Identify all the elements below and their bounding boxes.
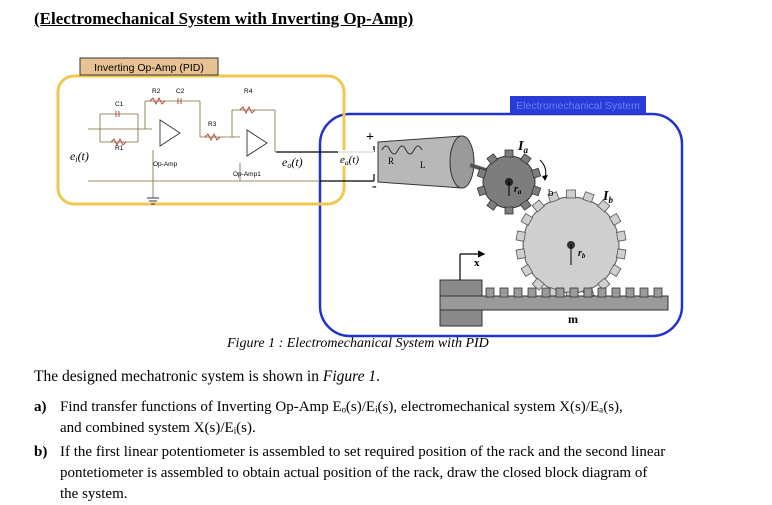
gear-tooth bbox=[476, 167, 487, 179]
gear-tooth bbox=[486, 153, 499, 165]
em-system-box bbox=[318, 112, 684, 338]
gear-tooth bbox=[531, 185, 542, 197]
rack-tooth bbox=[639, 287, 649, 298]
r4-resistor bbox=[239, 105, 256, 115]
em-system-label: Electromechanical System bbox=[516, 100, 640, 112]
gear-tooth bbox=[608, 213, 622, 226]
gear-tooth bbox=[566, 189, 576, 199]
ea-label-bg bbox=[338, 150, 374, 166]
r3-label: R3 bbox=[208, 121, 217, 128]
rack-tooth bbox=[541, 287, 551, 298]
c2-label: C2 bbox=[176, 88, 185, 95]
gear-tooth bbox=[547, 191, 560, 203]
gear-tooth bbox=[531, 277, 545, 291]
opamp-pid-box bbox=[56, 74, 346, 206]
rack-tooth bbox=[555, 287, 565, 298]
question-b-line-2: pontetiometer is assembled to obtain act… bbox=[60, 465, 648, 481]
gear-tooth bbox=[608, 264, 622, 277]
gear-tooth bbox=[515, 230, 526, 242]
x-position-arrow bbox=[459, 250, 486, 280]
rack-tooth bbox=[485, 287, 495, 298]
intro-suffix: . bbox=[376, 368, 380, 385]
ia-label: Ia bbox=[517, 139, 528, 155]
em-system-label-bg bbox=[510, 96, 646, 114]
gear-tooth bbox=[531, 167, 542, 179]
gear-tooth bbox=[531, 199, 545, 213]
question-a-label: a) bbox=[34, 399, 47, 415]
motor-plus: + bbox=[366, 130, 374, 145]
rack bbox=[439, 279, 669, 327]
question-b-line-3: the system. bbox=[60, 486, 128, 502]
c1-capacitor bbox=[115, 111, 120, 117]
c1-label: C1 bbox=[115, 101, 124, 108]
gear-tooth bbox=[519, 153, 532, 165]
rack-tooth bbox=[625, 287, 635, 298]
intro-paragraph: The designed mechatronic system is shown… bbox=[34, 368, 380, 386]
m-label: m bbox=[568, 312, 578, 326]
intro-figure-ref: Figure 1 bbox=[322, 368, 377, 385]
ea-signal-label: ea(t) bbox=[340, 154, 359, 167]
gear-tooth bbox=[515, 248, 526, 260]
ra-label: ra bbox=[514, 184, 522, 196]
rack-tooth bbox=[513, 287, 523, 298]
intro-prefix: The designed mechatronic system is shown… bbox=[34, 368, 323, 385]
motor-r-label: R bbox=[388, 156, 394, 166]
ground-symbol bbox=[147, 197, 159, 205]
question-b-line-1: If the first linear potentiometer is ass… bbox=[60, 444, 666, 460]
question-b-label: b) bbox=[34, 444, 48, 460]
gear-tooth bbox=[504, 149, 514, 158]
question-a-line-2: and combined system X(s)/Eᵢ(s). bbox=[60, 420, 256, 436]
gear-tooth bbox=[597, 277, 611, 291]
motor-minus: - bbox=[372, 179, 377, 194]
rack-tooth bbox=[597, 287, 607, 298]
motor-l-label: L bbox=[420, 160, 426, 170]
gear-tooth bbox=[476, 185, 487, 197]
opamp-triangle bbox=[159, 119, 181, 147]
gear-tooth bbox=[519, 199, 532, 211]
r2-label: R2 bbox=[152, 88, 161, 95]
eo-signal-label: eo(t) bbox=[282, 155, 303, 170]
r1-label: R1 bbox=[115, 145, 124, 152]
opamp-pid-label: Inverting Op-Amp (PID) bbox=[94, 62, 204, 74]
c2-capacitor bbox=[177, 98, 182, 104]
figure-caption: Figure 1 : Electromechanical System with… bbox=[227, 336, 489, 351]
rack-tooth bbox=[569, 287, 579, 298]
gear-tooth bbox=[486, 199, 499, 211]
ei-signal-label: ei(t) bbox=[70, 149, 89, 164]
dc-motor bbox=[377, 135, 493, 189]
rack-tooth bbox=[611, 287, 621, 298]
r2-resistor bbox=[149, 96, 166, 106]
gear-tooth bbox=[616, 248, 627, 260]
opamp1-triangle bbox=[246, 129, 268, 157]
r4-label: R4 bbox=[244, 88, 253, 95]
r1-resistor bbox=[110, 137, 127, 147]
rack-tooth bbox=[583, 287, 593, 298]
rack-tooth bbox=[499, 287, 509, 298]
rack-tooth bbox=[653, 287, 663, 298]
rack-tooth bbox=[527, 287, 537, 298]
r3-resistor bbox=[204, 132, 221, 142]
gear-tooth bbox=[616, 230, 627, 242]
ib-label: Ib bbox=[602, 189, 613, 205]
opamp-symbols bbox=[159, 119, 268, 157]
x-label: x bbox=[474, 257, 480, 269]
circuit-wiring bbox=[88, 100, 320, 198]
page-title: (Electromechanical System with Inverting… bbox=[34, 9, 414, 28]
opamp1-label: Op-Amp1 bbox=[233, 171, 261, 178]
circuit-components bbox=[110, 96, 256, 147]
opamp-label: Op-Amp bbox=[153, 161, 178, 168]
gear-tooth bbox=[520, 264, 534, 277]
b-label: b bbox=[548, 187, 554, 199]
opamp-pid-label-bg bbox=[79, 57, 219, 76]
rb-label: rb bbox=[578, 248, 586, 260]
gear-tooth bbox=[520, 213, 534, 226]
gear-tooth bbox=[597, 199, 611, 213]
gear-tooth bbox=[582, 191, 595, 203]
gear-tooth bbox=[504, 206, 514, 215]
question-a-line-1: Find transfer functions of Inverting Op-… bbox=[60, 399, 623, 415]
